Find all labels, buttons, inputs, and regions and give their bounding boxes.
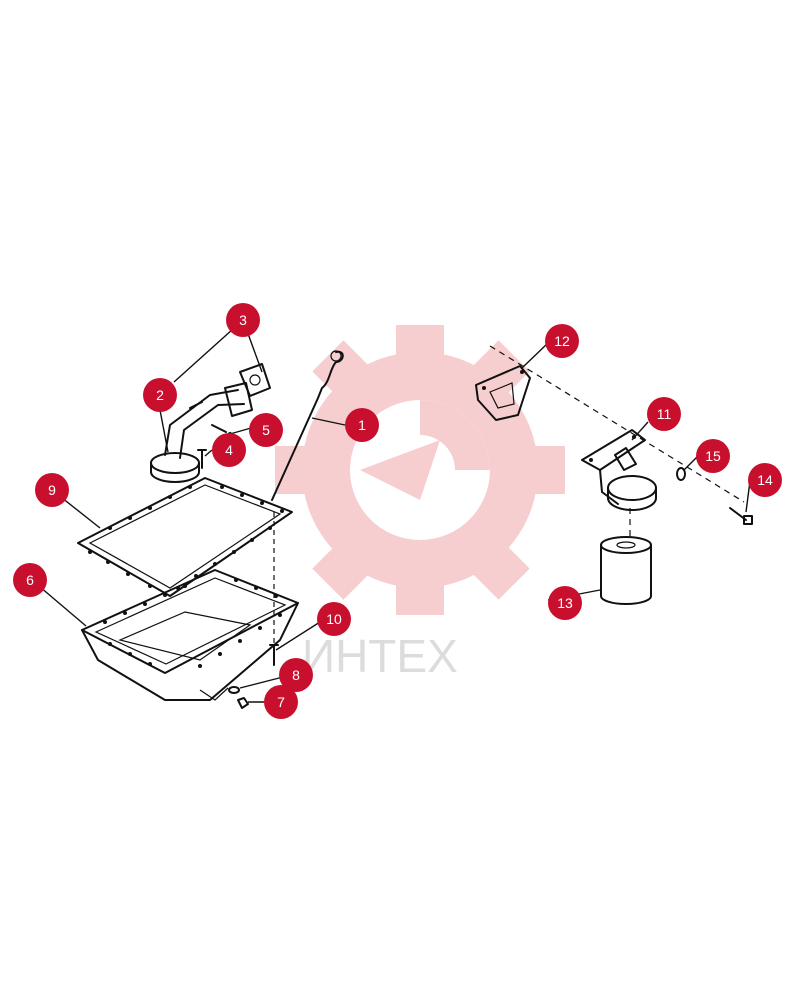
- callout-5: 5: [249, 413, 283, 447]
- callout-number: 1: [358, 417, 366, 433]
- flange-bolt: [189, 401, 232, 436]
- watermark-logo: ИНТЕХ: [275, 325, 565, 682]
- callout-number: 8: [292, 667, 300, 683]
- callout-number: 2: [156, 387, 164, 403]
- callout-number: 5: [262, 422, 270, 438]
- oil-filter-head: [581, 429, 657, 511]
- callout-number: 6: [26, 572, 34, 588]
- filter-head-gasket: [475, 365, 531, 421]
- callout-10: 10: [317, 602, 351, 636]
- callout-number: 10: [326, 611, 342, 627]
- callout-number: 12: [554, 333, 570, 349]
- callout-2: 2: [143, 378, 177, 412]
- pipe-flange-gasket: [239, 363, 271, 397]
- callout-number: 15: [705, 448, 721, 464]
- callout-number: 9: [48, 482, 56, 498]
- callout-3: 3: [226, 303, 260, 337]
- watermark-text: ИНТЕХ: [302, 630, 458, 682]
- callout-13: 13: [548, 586, 582, 620]
- drain-plug-washer: [228, 686, 240, 694]
- callout-11: 11: [647, 397, 681, 431]
- callout-number: 7: [277, 694, 285, 710]
- callout-9: 9: [35, 473, 69, 507]
- callout-4: 4: [212, 433, 246, 467]
- callout-6: 6: [13, 563, 47, 597]
- dipstick: [271, 350, 344, 501]
- pan-bolt: [269, 512, 279, 666]
- callout-1: 1: [345, 408, 379, 442]
- oil-suction-pipe: [150, 382, 253, 483]
- callout-number: 3: [239, 312, 247, 328]
- filter-head-bolt: [729, 507, 753, 525]
- callout-8: 8: [279, 658, 313, 692]
- alignment-line: [489, 345, 745, 503]
- drain-plug: [237, 697, 249, 709]
- callout-14: 14: [748, 463, 782, 497]
- callout-number: 4: [225, 442, 233, 458]
- callout-number: 14: [757, 472, 773, 488]
- oil-pan-gasket: [77, 477, 293, 597]
- oil-filter: [600, 508, 652, 605]
- callout-15: 15: [696, 439, 730, 473]
- callout-number: 13: [557, 595, 573, 611]
- washer: [676, 467, 686, 481]
- strainer-bolt: [197, 449, 207, 469]
- callout-12: 12: [545, 324, 579, 358]
- oil-pan: [81, 569, 299, 701]
- callout-7: 7: [264, 685, 298, 719]
- callout-number: 11: [657, 406, 672, 422]
